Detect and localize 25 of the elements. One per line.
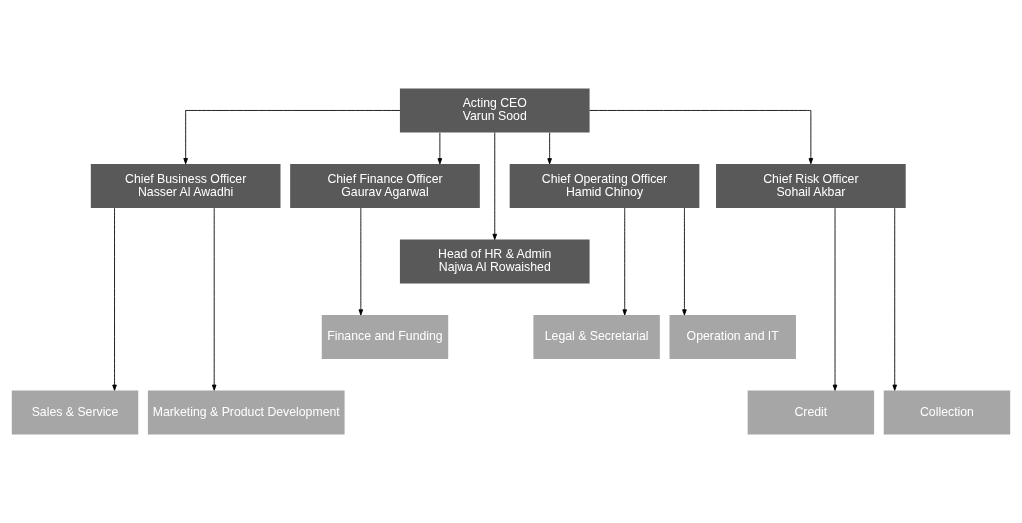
node-box: Finance and Funding bbox=[321, 315, 449, 359]
arrow bbox=[492, 132, 498, 240]
node-box: Chief Risk Officer Sohail Akbar bbox=[716, 164, 906, 208]
node-box: Acting CEO Varun Sood bbox=[399, 88, 590, 133]
arrow bbox=[183, 110, 401, 165]
arrow bbox=[211, 207, 217, 391]
node-box: Sales & Service bbox=[11, 390, 139, 435]
arrow bbox=[358, 207, 364, 316]
arrow bbox=[892, 207, 898, 391]
arrow bbox=[832, 207, 838, 391]
arrow bbox=[589, 110, 814, 165]
node-box: Credit bbox=[747, 390, 875, 435]
node-box: Head of HR & Admin Najwa Al Rowaished bbox=[399, 239, 590, 284]
arrow bbox=[112, 207, 117, 391]
node-box: Collection bbox=[883, 390, 1011, 435]
node-box: Chief Operating Officer Hamid Chinoy bbox=[509, 164, 700, 208]
node-box: Marketing & Product Development bbox=[147, 390, 345, 435]
node-box: Chief Finance Officer Gaurav Agarwal bbox=[290, 164, 480, 208]
node-box: Legal & Secretarial bbox=[533, 315, 660, 359]
node-box: Chief Business Officer Nasser Al Awadhi bbox=[90, 164, 281, 208]
arrow bbox=[437, 132, 443, 165]
node-box: Operation and IT bbox=[669, 315, 796, 359]
arrow bbox=[682, 207, 687, 316]
arrow bbox=[547, 132, 552, 165]
arrow bbox=[622, 207, 627, 316]
